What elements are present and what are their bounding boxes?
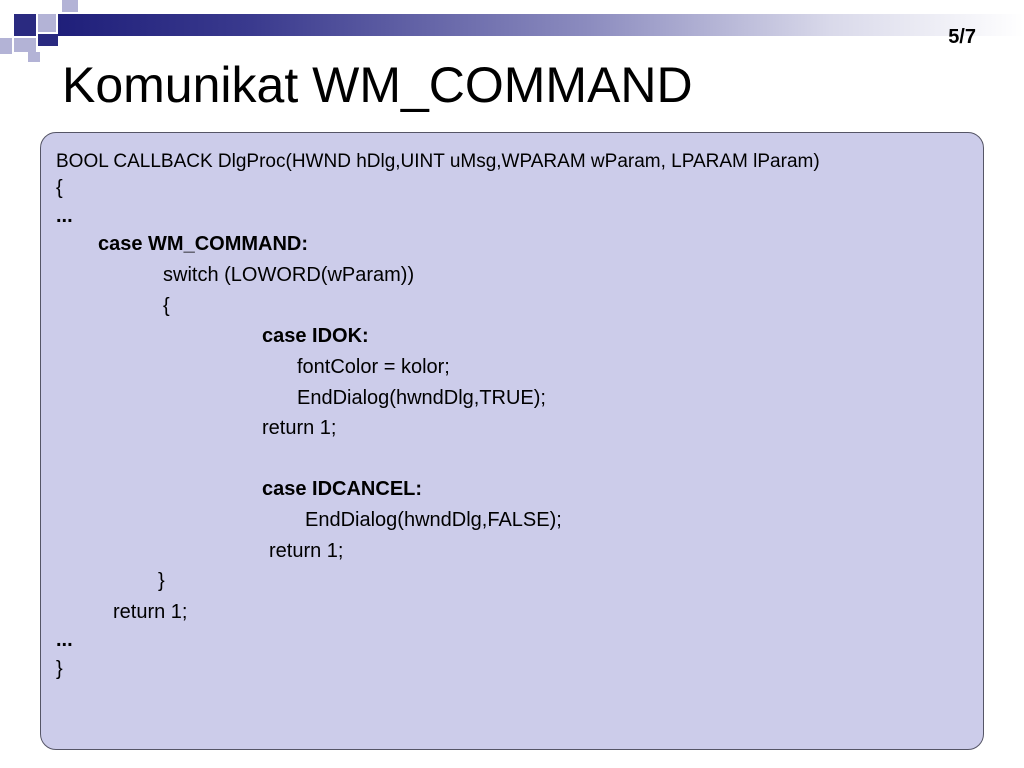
code-line: return 1; xyxy=(262,417,337,439)
code-box xyxy=(40,132,984,750)
code-line: return 1; xyxy=(113,601,188,623)
code-line: } xyxy=(158,570,165,592)
code-line: switch (LOWORD(wParam)) xyxy=(163,264,415,286)
code-line: ... xyxy=(56,629,73,651)
decor-square xyxy=(62,0,78,12)
code-line: case WM_COMMAND: xyxy=(98,233,309,255)
code-line: EndDialog(hwndDlg,FALSE); xyxy=(305,509,562,531)
header-gradient-bar xyxy=(58,14,1024,36)
slide-title: Komunikat WM_COMMAND xyxy=(62,57,693,113)
decor-square xyxy=(14,14,36,36)
page-number: 5/7 xyxy=(948,26,976,48)
code-line: return 1; xyxy=(269,540,344,562)
decor-square xyxy=(38,34,58,46)
code-line: BOOL CALLBACK DlgProc(HWND hDlg,UINT uMs… xyxy=(56,151,820,172)
decor-square xyxy=(38,14,56,32)
code-line: { xyxy=(56,177,63,199)
code-line: EndDialog(hwndDlg,TRUE); xyxy=(297,387,546,409)
code-line: fontColor = kolor; xyxy=(297,356,450,378)
code-line: ... xyxy=(56,205,73,227)
code-line: case IDCANCEL: xyxy=(262,478,423,500)
code-line: { xyxy=(163,295,170,317)
decor-square xyxy=(14,38,36,52)
decor-square xyxy=(28,52,40,62)
code-line: } xyxy=(56,658,63,680)
decor-square xyxy=(0,38,12,54)
code-line: case IDOK: xyxy=(262,325,369,347)
